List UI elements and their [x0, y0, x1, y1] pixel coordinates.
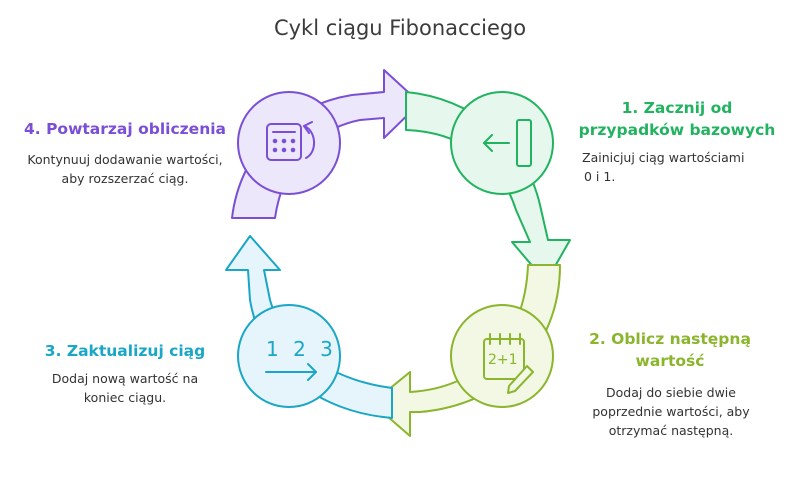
step1-desc-line2: 0 i 1.: [584, 169, 616, 184]
step1-description: Zainicjuj ciąg wartościami 0 i 1.: [582, 148, 782, 186]
step3-title: 3. Zaktualizuj ciąg: [20, 340, 230, 362]
step4-desc-line1: Kontynuuj dodawanie wartości,: [27, 152, 223, 167]
step3-description: Dodaj nową wartość na koniec ciągu.: [20, 369, 230, 407]
step1-title-line2: przypadków bazowych: [578, 121, 776, 139]
calculator-repeat-icon: [266, 121, 315, 161]
step3-desc-line2: koniec ciągu.: [83, 390, 167, 405]
svg-text:2+1: 2+1: [488, 352, 518, 368]
step2-desc-line3: otrzymać następną.: [608, 423, 734, 438]
step2-desc-line1: Dodaj do siebie dwie: [606, 385, 736, 400]
step2-title: 2. Oblicz następną wartość: [570, 328, 770, 372]
step4-circle: [237, 91, 341, 195]
step4-desc-line2: aby rozszerzać ciąg.: [61, 171, 189, 186]
step2-desc-line2: poprzednie wartości, aby: [592, 404, 750, 419]
step3-circle: [237, 304, 341, 408]
step1-title: 1. Zacznij od przypadków bazowych: [572, 97, 782, 141]
step3-title-line1: 3. Zaktualizuj ciąg: [44, 342, 206, 360]
step2-description: Dodaj do siebie dwie poprzednie wartości…: [566, 383, 776, 440]
step4-title: 4. Powtarzaj obliczenia: [10, 118, 240, 140]
step2-circle: [450, 304, 554, 408]
step2-title-line2: wartość: [635, 352, 705, 370]
arrow-left-into-bar-icon: [483, 119, 532, 167]
step4-title-line1: 4. Powtarzaj obliczenia: [24, 120, 226, 138]
diagram-title: Cykl ciągu Fibonacciego: [273, 16, 527, 40]
step1-title-line1: 1. Zacznij od: [621, 99, 733, 117]
step4-description: Kontynuuj dodawanie wartości, aby rozsze…: [10, 150, 240, 188]
numbers-arrow-icon: 1 2 3: [265, 337, 337, 381]
step2-title-line1: 2. Oblicz następną: [589, 330, 751, 348]
svg-text:1 2 3: 1 2 3: [266, 337, 337, 361]
step3-desc-line1: Dodaj nową wartość na: [51, 371, 199, 386]
calendar-pencil-icon: 2+1: [483, 333, 534, 394]
step1-desc-line1: Zainicjuj ciąg wartościami: [582, 150, 745, 165]
